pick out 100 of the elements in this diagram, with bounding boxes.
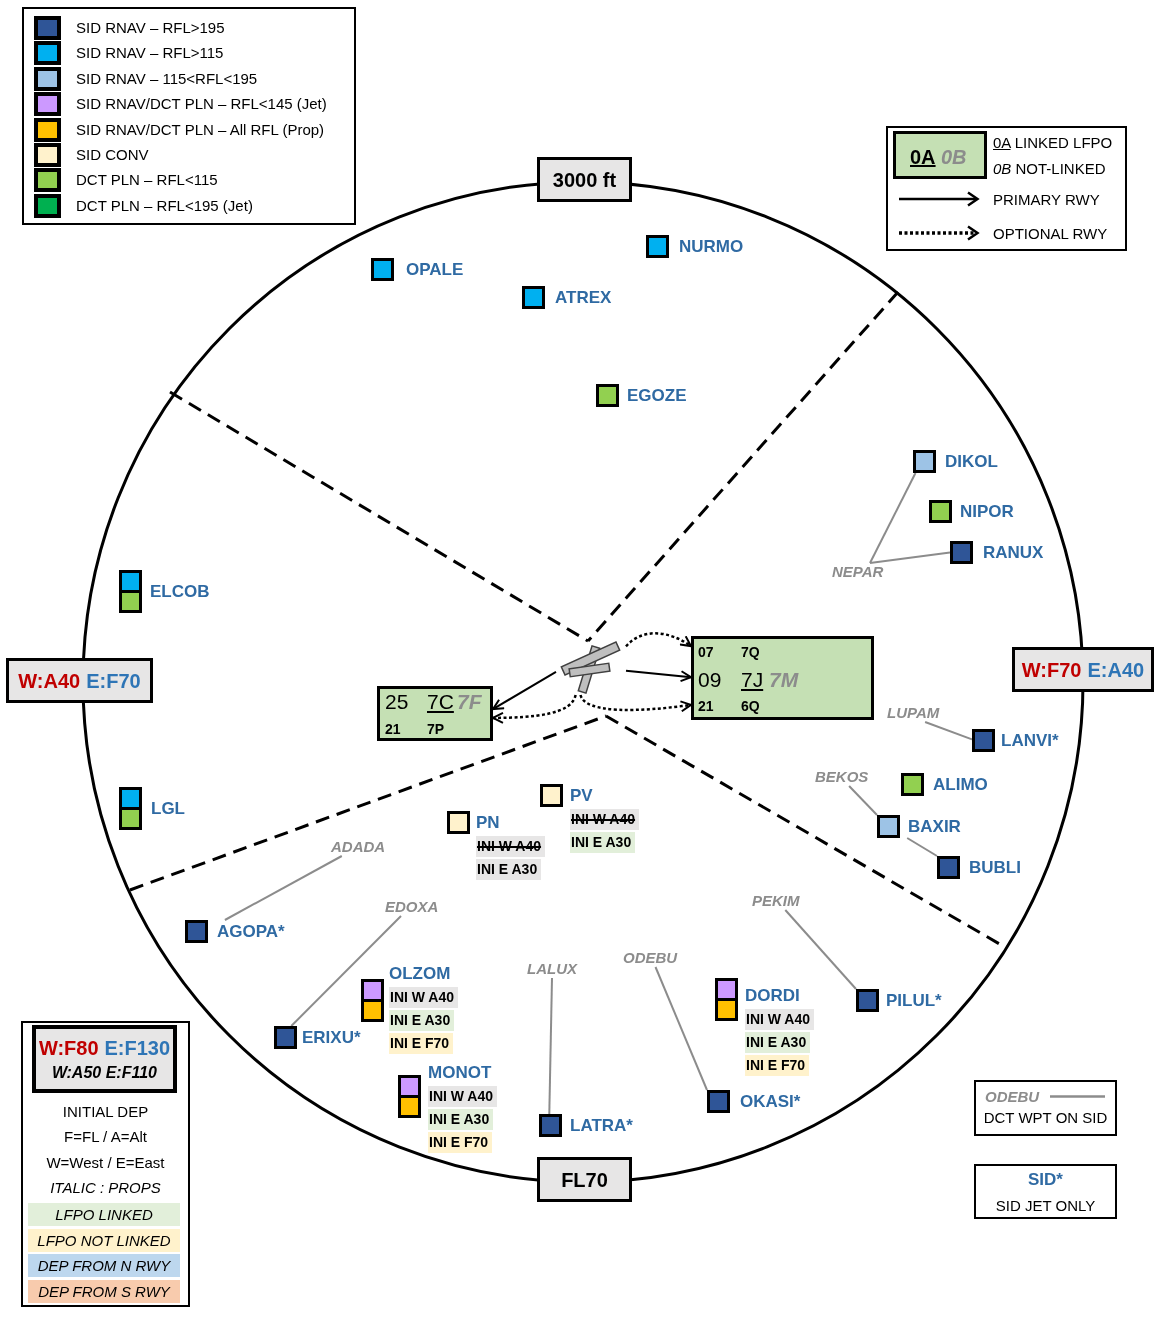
waypoint-name: OKASI* [740,1091,801,1113]
highlighted-legend-text: LFPO LINKED [28,1203,180,1226]
legend-text: 0A LINKED LFPO [993,134,1113,152]
arrow [625,669,692,683]
dct-waypoint-name: LUPAM [887,704,940,722]
dct-waypoint-name: ODEBU [985,1088,1040,1106]
waypoint-name: OLZOM [389,963,451,985]
initial-level-text: INI W A40 [570,809,640,830]
key-text: F=FL / A=Alt [64,1128,147,1146]
waypoint-name: AGOPA* [217,921,285,943]
note-text: SID JET ONLY [995,1197,1096,1215]
dct-waypoint-name: ODEBU [623,949,678,967]
leader-line [924,721,973,741]
initial-level-text: INI W A40 [428,1086,498,1107]
waypoint-name: PILUL* [886,990,942,1012]
legend-text: DCT PLN – RFL<115 [76,171,218,190]
waypoint-name: ERIXU* [302,1027,361,1049]
waypoint-name: MONOT [428,1062,492,1084]
altitude-box [6,658,153,703]
altitude-box [537,1157,632,1202]
runway-code-text: 6Q [741,697,760,715]
leader-line [869,472,917,564]
waypoint-name: OPALE [406,259,464,281]
waypoint-name: ELCOB [150,581,210,603]
altitude-text: E:F130 [104,1036,171,1060]
initial-level-text: INI E A30 [428,1109,494,1130]
dct-waypoint-name: LALUX [527,960,577,978]
runway-code-text: 7J [741,668,764,692]
legend-text: SID RNAV – RFL>195 [76,19,225,37]
note-box [974,1080,1117,1136]
legend-text: SID CONV [76,146,149,164]
note-box [974,1164,1117,1219]
initial-level-text: INI E F70 [389,1033,454,1054]
runway-code-text: 21 [698,697,714,715]
highlighted-legend-text: DEP FROM N RWY [28,1254,180,1277]
leader-line [548,977,553,1115]
dct-waypoint-name: NEPAR [832,563,884,581]
waypoint-name: NIPOR [960,501,1014,523]
leader-line [784,909,857,990]
initial-level-text: INI W A40 [745,1009,815,1030]
waypoint-name: LANVI* [1001,730,1059,752]
initial-level-text: INI W A40 [476,836,546,857]
dct-waypoint-name: BEKOS [815,768,869,786]
runway-code-text: 7P [427,720,445,738]
key-text: W=West / E=East [46,1154,165,1172]
dct-waypoint-name: ADADA [331,838,386,856]
initial-level-text: INI E F70 [745,1055,810,1076]
runway-code-text: 7M [769,668,799,692]
leader-line [223,855,343,921]
altitude-text: W:A40 [18,668,81,693]
legend-text: SID RNAV – 115<RFL<195 [76,69,258,88]
altitude-box [32,1025,177,1093]
runway-code-text: 25 [385,690,409,714]
waypoint-name: DIKOL [945,451,998,473]
waypoint-name: EGOZE [627,385,687,407]
arrow [492,694,577,724]
leader-line [654,966,708,1091]
arrow [625,632,692,648]
key-text: ITALIC : PROPS [50,1179,161,1197]
initial-level-text: INI W A40 [389,987,459,1008]
waypoint-name: LATRA* [570,1115,633,1137]
leader-line [290,915,402,1027]
waypoint-name: BUBLI [969,857,1021,879]
altitude-text: W:A50 E:F110 [52,1063,157,1082]
initial-level-text: INI E A30 [745,1032,811,1053]
legend-text: SID RNAV – RFL>115 [76,44,224,63]
altitude-text: E:A40 [1087,657,1145,682]
note-text: DCT WPT ON SID [983,1109,1108,1127]
key-text: INITIAL DEP [62,1103,149,1121]
dct-waypoint-name: PEKIM [752,892,800,910]
leader-line [848,785,878,816]
initial-level-text: INI E A30 [476,859,542,880]
runway-code-text: 7C [427,690,454,714]
highlighted-legend-text: DEP FROM S RWY [28,1280,180,1303]
leader-line [869,551,951,564]
waypoint-name: RANUX [983,542,1044,564]
initial-level-text: INI E A30 [389,1010,455,1031]
arrow [579,694,692,713]
legend-text: DCT PLN – RFL<195 (Jet) [76,196,253,215]
waypoint-name: PN [476,812,500,834]
runway-code-text: 7Q [741,643,760,661]
waypoint-name: ATREX [555,287,612,309]
highlighted-legend-text: LFPO NOT LINKED [28,1229,180,1252]
altitude-box [1012,647,1154,692]
runway-config-box [377,686,493,741]
sample-text: 0A [910,145,936,169]
waypoint-name: PV [570,785,593,807]
waypoint-name: DORDI [745,985,800,1007]
sample-text: 0B [941,145,967,169]
arrow [492,670,557,711]
runway-code-text: 21 [385,720,401,738]
legend-text: OPTIONAL RWY [993,225,1108,243]
dct-waypoint-name: EDOXA [385,898,439,916]
runway-config-box [691,636,874,720]
waypoint-name: LGL [151,798,185,820]
legend-text: SID RNAV/DCT PLN – All RFL (Prop) [76,120,325,139]
waypoint-name: BAXIR [908,816,961,838]
leader-line [906,837,938,857]
runway-code-text: 09 [698,668,722,692]
waypoint-name: ALIMO [933,774,988,796]
